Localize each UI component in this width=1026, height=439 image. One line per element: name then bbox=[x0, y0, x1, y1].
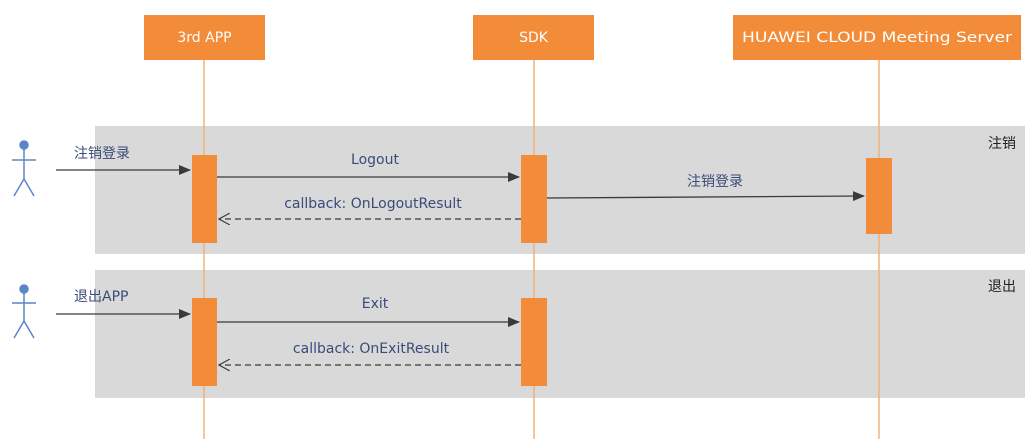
message-actor-exit-label: 退出APP bbox=[74, 289, 128, 305]
participant-box bbox=[473, 15, 594, 60]
activation-sdk-exit bbox=[521, 298, 547, 386]
message-callback-logout-label: callback: OnLogoutResult bbox=[284, 196, 462, 212]
actor-stick-figure-icon bbox=[12, 284, 36, 339]
message-logout-label: Logout bbox=[351, 152, 399, 168]
participant-server: HUAWEI CLOUD Meeting Server bbox=[733, 15, 1021, 60]
participant-label: 3rd APP bbox=[177, 30, 231, 46]
participant-3rd-app: 3rd APP bbox=[144, 15, 265, 60]
participant-sdk: SDK bbox=[473, 15, 594, 60]
message-actor-logout-label: 注销登录 bbox=[74, 146, 130, 162]
activation-3rd-app-logout bbox=[192, 155, 217, 243]
group-exit-background bbox=[95, 270, 1025, 398]
message-callback-exit-label: callback: OnExitResult bbox=[293, 341, 450, 357]
activation-sdk-logout bbox=[521, 155, 547, 243]
group-exit-label: 退出 bbox=[988, 279, 1016, 295]
participant-label: HUAWEI CLOUD Meeting Server bbox=[742, 30, 1012, 46]
message-server-logout-label: 注销登录 bbox=[687, 174, 743, 190]
arrow-sdk-server-logout bbox=[546, 191, 865, 202]
activation-server-logout bbox=[866, 158, 892, 234]
actor-stick-figure-icon bbox=[12, 140, 36, 197]
participant-box bbox=[733, 15, 1021, 60]
activation-3rd-app-exit bbox=[192, 298, 217, 386]
participant-box bbox=[144, 15, 265, 60]
message-exit-label: Exit bbox=[362, 296, 389, 312]
group-logout-label: 注销 bbox=[988, 136, 1016, 152]
participant-label: SDK bbox=[519, 30, 549, 46]
